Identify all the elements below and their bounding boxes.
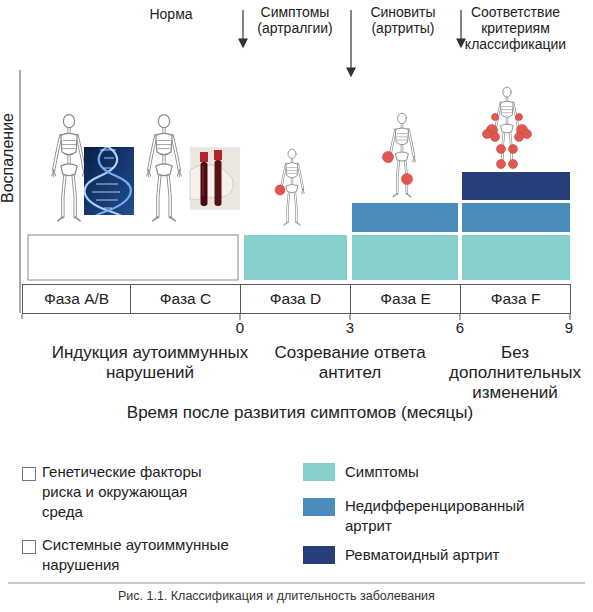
arrow-shaft <box>242 10 243 40</box>
legend-swatch <box>303 546 335 564</box>
dna-image <box>84 140 134 232</box>
legend-text: Генетические факторы риска и окружающая … <box>42 462 214 522</box>
tick-number: 6 <box>452 319 468 337</box>
time-ticks <box>22 314 570 320</box>
legend-text: Симптомы <box>345 462 545 482</box>
symptom-bar <box>244 235 347 280</box>
joint-marker <box>515 133 524 142</box>
arrow-head <box>347 68 355 76</box>
phase-box: Фаза F <box>460 284 571 314</box>
joint-marker <box>491 133 500 142</box>
tick-number: 9 <box>561 319 577 337</box>
phase-marker: Симптомы (артралгии) <box>245 4 345 36</box>
joint-marker <box>492 114 499 121</box>
tick <box>22 314 23 319</box>
legend-text: Ревматоидный артрит <box>345 545 545 565</box>
phase-label: Фаза C <box>160 290 211 308</box>
stage-label: Без дополнительных изменений <box>445 343 585 403</box>
phase-marker: Соответствие критериям классификации <box>458 4 573 52</box>
skeleton-figure <box>52 115 87 221</box>
dna-helix <box>85 147 131 215</box>
phase-label: Фаза F <box>491 290 541 308</box>
axis-label: Воспаление <box>0 98 18 218</box>
helix-rungs <box>92 150 120 208</box>
symptom-bar <box>462 235 570 280</box>
joint-marker <box>516 114 523 121</box>
photo-frame <box>190 147 240 210</box>
phase-box: Фаза C <box>130 284 241 314</box>
joint-marker <box>497 145 506 154</box>
tube-cap <box>200 152 208 162</box>
arrow-head <box>239 39 247 47</box>
phase-marker: Норма <box>131 6 211 22</box>
arrow-shaft <box>350 10 351 69</box>
tube-cap <box>214 150 222 160</box>
symptom-bar <box>352 235 458 280</box>
arthritis-bar <box>462 203 570 232</box>
legend-swatch <box>303 463 335 481</box>
joint-marker <box>523 130 532 139</box>
joint-marker <box>509 145 518 154</box>
phase-box: Фаза E <box>350 284 461 314</box>
legend-text: Недифференцированный артрит <box>345 496 545 536</box>
glove <box>190 164 233 200</box>
joint-marker <box>509 160 518 169</box>
phase-label: Фаза D <box>270 290 321 308</box>
white-bar <box>28 235 238 280</box>
joint-marker <box>497 160 506 169</box>
joint-marker <box>402 174 413 185</box>
legend-text: Системные аутоиммунные нарушения <box>42 535 237 575</box>
axis-line <box>20 70 21 313</box>
blood-tubes-image <box>190 147 240 210</box>
phase-box: Фаза D <box>240 284 351 314</box>
phase-label: Фаза E <box>380 290 431 308</box>
tube-shine <box>202 166 204 196</box>
arrow-head <box>457 39 465 47</box>
tick-number: 3 <box>342 319 358 337</box>
axis-title: Время после развития симптомов (месяцы) <box>20 403 580 423</box>
blood-tube <box>201 162 208 206</box>
legend-swatch <box>22 467 36 481</box>
inflamed-joints <box>275 114 532 196</box>
arrow-shaft <box>460 10 461 40</box>
legend-swatch <box>22 540 36 554</box>
skeleton-figure <box>147 115 182 221</box>
helix-strand <box>90 147 131 215</box>
caption-rule <box>8 583 585 584</box>
joint-marker <box>383 152 394 163</box>
tick-number: 0 <box>232 319 248 337</box>
phase-marker: Синовиты (артриты) <box>355 4 451 36</box>
arthritis-bar <box>352 203 458 232</box>
phase-label: Фаза A/B <box>44 290 109 308</box>
joint-marker <box>483 130 492 139</box>
ra-bar <box>462 172 570 200</box>
phase-box: Фаза A/B <box>22 284 131 314</box>
joint-marker <box>275 185 285 195</box>
stage-label: Созревание ответа антител <box>255 343 445 383</box>
legend-swatch <box>303 498 335 516</box>
blood-tube <box>215 160 222 206</box>
stage-label: Индукция аутоиммунных нарушений <box>30 343 270 383</box>
figure-caption: Рис. 1.1. Классификация и длительность з… <box>118 589 435 603</box>
skeleton-figure <box>494 87 520 167</box>
